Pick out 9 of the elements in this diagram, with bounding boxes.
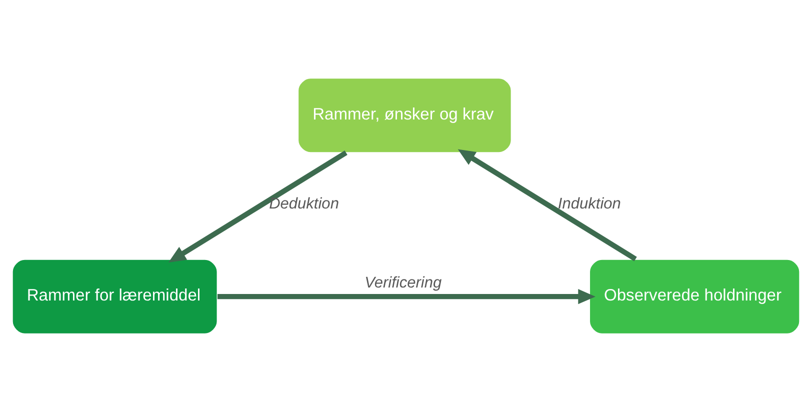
node-box: Observerede holdninger	[588, 258, 800, 334]
arrow	[168, 150, 348, 262]
edge-label: Verificering	[364, 274, 442, 292]
edge-label: Deduktion	[269, 196, 339, 213]
edge-label: Induktion	[558, 196, 621, 213]
arrow	[458, 149, 637, 262]
node-box: Rammer, ønsker og krav	[298, 78, 512, 154]
node-box: Rammer for læremiddel	[12, 258, 218, 334]
arrow	[217, 289, 596, 304]
